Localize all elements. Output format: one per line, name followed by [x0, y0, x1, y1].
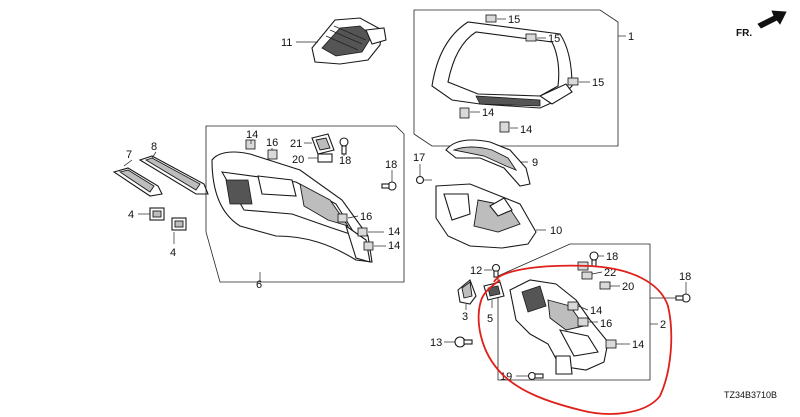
callout-15-b: 15	[548, 33, 560, 45]
callout-1: 1	[628, 31, 634, 43]
part-21-switch	[311, 133, 335, 155]
callout-15-c: 15	[592, 77, 604, 89]
part-1-meter-visor	[431, 21, 573, 109]
part-1-outline-box	[413, 9, 619, 147]
callout-4-b: 4	[170, 247, 176, 259]
callout-16-c: 16	[600, 318, 612, 330]
callout-9: 9	[532, 157, 538, 169]
clip-15-top	[485, 14, 497, 23]
callout-14-d: 14	[388, 226, 400, 238]
part-18-bolt-middle	[381, 181, 397, 191]
callout-14-e: 14	[388, 240, 400, 252]
part-20-clip	[317, 153, 333, 163]
part-18-bolt-right	[675, 293, 691, 303]
part-6-outline-box	[205, 125, 405, 283]
callout-17: 17	[413, 152, 425, 164]
callout-6: 6	[256, 279, 262, 291]
callout-18-c: 18	[606, 251, 618, 263]
callout-10: 10	[550, 225, 562, 237]
callout-5: 5	[487, 313, 493, 325]
part-17-screw	[415, 175, 432, 185]
part-18-bolt-lower	[589, 251, 599, 267]
clip-15-mid	[525, 33, 537, 42]
part-2-outline-box	[497, 243, 651, 381]
callout-20-a: 20	[292, 154, 304, 166]
callout-12: 12	[470, 265, 482, 277]
callout-11: 11	[281, 37, 292, 49]
callout-21: 21	[290, 138, 302, 150]
callout-18-b: 18	[385, 159, 397, 171]
part-10-column-cover-lower	[435, 183, 537, 249]
callout-13: 13	[430, 337, 442, 349]
highlight-circle	[477, 264, 673, 415]
part-13-bolt	[454, 336, 473, 348]
front-direction-arrow	[757, 10, 787, 29]
callout-2: 2	[660, 319, 666, 331]
callout-22: 22	[604, 267, 616, 279]
callout-14-a: 14	[482, 107, 494, 119]
diagram-code: TZ34B3710B	[724, 390, 777, 400]
callout-4-a: 4	[128, 209, 134, 221]
clip-14-right	[499, 121, 510, 133]
part-18-bolt-upper	[339, 137, 349, 155]
callout-14-f: 14	[590, 305, 602, 317]
part-4-clips	[149, 207, 187, 231]
callout-18-d: 18	[679, 271, 691, 283]
callout-8: 8	[151, 141, 157, 153]
part-11-vent	[311, 17, 387, 65]
callout-20-b: 20	[622, 281, 634, 293]
callout-14-c: 14	[246, 129, 258, 141]
part-19-screw	[527, 371, 544, 381]
callout-18-a: 18	[339, 155, 351, 167]
part-2-knee-panel	[509, 279, 609, 375]
front-direction-label: FR.	[736, 28, 752, 39]
clip-14-left	[459, 107, 470, 119]
callout-3: 3	[462, 311, 468, 323]
callout-14-g: 14	[632, 339, 644, 351]
callout-7: 7	[126, 149, 132, 161]
callout-15-a: 15	[508, 14, 520, 26]
callout-16-a: 16	[266, 137, 278, 149]
part-9-column-cover-upper	[445, 139, 531, 187]
part-6-dash-panel	[211, 151, 373, 263]
clip-15-right	[567, 77, 579, 86]
callout-16-b: 16	[360, 211, 372, 223]
callout-14-b: 14	[520, 124, 532, 136]
part-12-screw	[491, 263, 501, 278]
